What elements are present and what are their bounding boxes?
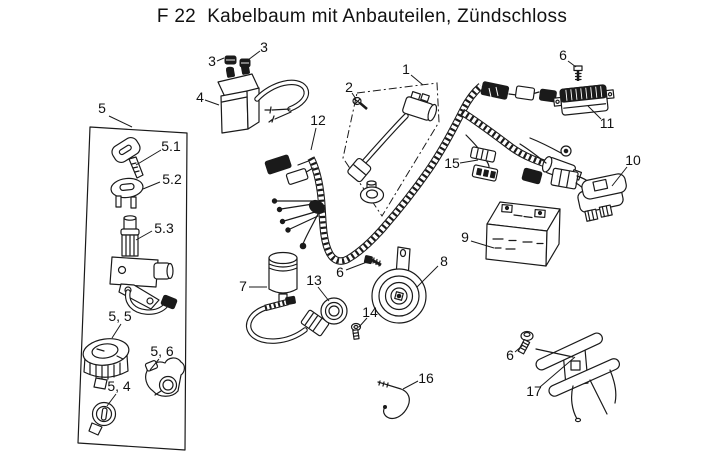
- callout-5-2-label: 5.2: [162, 171, 182, 187]
- harness-plug-mid-dark: [521, 167, 543, 185]
- part-fuel-cap: [82, 338, 130, 390]
- callout-3-right-label: 3: [260, 39, 268, 55]
- part-bracket-17: [535, 332, 620, 423]
- relay-wire-ends: [264, 106, 292, 123]
- part-battery: [485, 201, 561, 267]
- diagram-title: F 22 Kabelbaum mit Anbauteilen, Zündschl…: [156, 6, 568, 27]
- part-bolt-6-top: [573, 65, 583, 81]
- assembly-outline: [342, 82, 440, 217]
- callout-labels: 5 5.1 5.2 5.3 5, 5 5, 6 5, 4 3 3 4 12 2 …: [98, 39, 641, 399]
- callout-6-top-label: 6: [559, 47, 567, 63]
- callout-5-4-label: 5, 4: [107, 378, 131, 394]
- callout-11-label: 11: [600, 115, 615, 131]
- part-bolt-6-bottom: [517, 330, 534, 355]
- callout-13-label: 13: [306, 272, 322, 288]
- harness-plug-regulator-white: [514, 85, 536, 101]
- part-ignition-lock-cylinder: [109, 215, 178, 315]
- callout-5-label: 5: [98, 100, 106, 116]
- harness-plug-right: [550, 167, 579, 190]
- ignition-switch-body: [402, 90, 438, 122]
- callout-2-label: 2: [345, 79, 353, 95]
- part-starter-relay: [217, 63, 309, 134]
- lock-set-boundary-box: [77, 126, 188, 451]
- part-bolt-14: [350, 322, 362, 340]
- callout-8-label: 8: [440, 253, 448, 269]
- part-cdi-unit: [577, 173, 627, 222]
- callout-6-mid-label: 6: [336, 264, 344, 280]
- part-bolt-6-mid: [363, 255, 382, 267]
- part-15-connectors: [465, 134, 499, 182]
- part-wiring-harness: [264, 81, 591, 261]
- callout-15-label: 15: [444, 155, 460, 171]
- harness-plug-regulator-dark: [539, 88, 557, 103]
- part-regulator: [553, 84, 615, 116]
- callout-5-1-label: 5.1: [161, 138, 181, 154]
- part-lock-cap: [110, 177, 144, 209]
- callout-3-left-label: 3: [208, 53, 216, 69]
- callout-7-label: 7: [239, 278, 247, 294]
- bracket-bar-lower: [548, 358, 620, 397]
- harness-plug-top-dark: [480, 81, 510, 100]
- callout-17-label: 17: [526, 383, 542, 399]
- callout-9-label: 9: [461, 229, 469, 245]
- harness-plug-left-white: [285, 168, 309, 185]
- callout-14-label: 14: [362, 304, 378, 320]
- harness-plug-left-dark: [264, 154, 292, 175]
- callout-4-label: 4: [196, 89, 204, 105]
- callout-5-3-label: 5.3: [154, 220, 174, 236]
- part-lock-barrel: [88, 401, 117, 436]
- callout-1-label: 1: [402, 61, 410, 77]
- callout-5-5-label: 5, 5: [108, 308, 132, 324]
- part-seat-lock: [144, 357, 185, 397]
- callout-12-label: 12: [310, 112, 326, 128]
- part-wire-16: [377, 380, 410, 420]
- lock-set-group: [77, 126, 188, 451]
- switch-connector: [347, 157, 372, 183]
- callout-16-label: 16: [418, 370, 434, 386]
- callout-10-label: 10: [625, 152, 641, 168]
- part-horn: [371, 246, 427, 324]
- callout-6-bottom-label: 6: [506, 347, 514, 363]
- rubber-grommet: [359, 180, 385, 204]
- part-lock-with-cable: [245, 295, 348, 344]
- leader-lines: [106, 50, 628, 407]
- part-key: [111, 136, 144, 179]
- callout-5-6-label: 5, 6: [150, 343, 174, 359]
- part-ignition-switch-assembly: [342, 82, 440, 217]
